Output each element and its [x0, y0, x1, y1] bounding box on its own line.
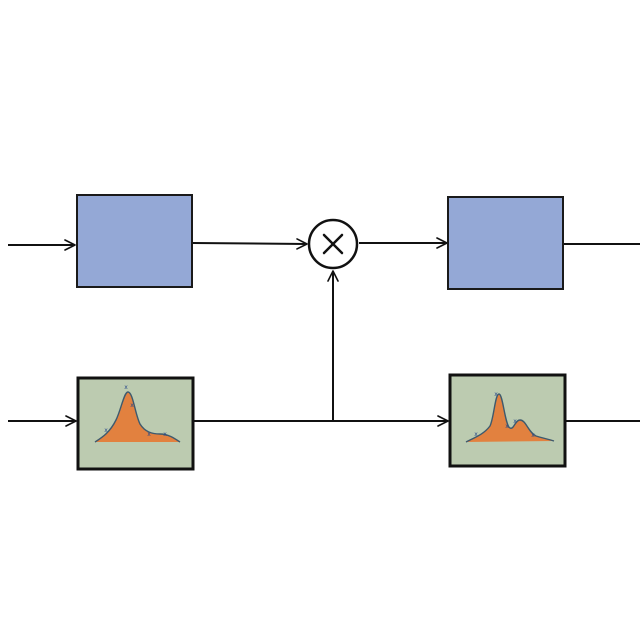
svg-text:x: x — [104, 427, 108, 434]
svg-text:x: x — [494, 391, 498, 398]
svg-text:x: x — [147, 431, 151, 438]
svg-text:x: x — [124, 384, 128, 391]
connectors — [8, 237, 640, 427]
single-peak-density-icon: x x x x x — [94, 384, 181, 443]
double-peak-density-icon: x x x x x — [465, 391, 555, 443]
multiply-junction — [307, 218, 359, 270]
distribution-block-right: x x x x x — [448, 373, 567, 468]
block-top-right — [447, 196, 564, 290]
svg-text:x: x — [474, 431, 478, 438]
svg-text:x: x — [531, 432, 535, 439]
svg-text:x: x — [505, 423, 509, 430]
distribution-block-right-frame — [448, 373, 567, 468]
svg-text:x: x — [130, 402, 134, 409]
svg-text:x: x — [163, 431, 167, 438]
distribution-block-left: x x x x x — [76, 376, 195, 471]
edge-block-to-multiplier — [192, 238, 308, 250]
multiply-icon — [322, 233, 344, 255]
svg-text:x: x — [513, 418, 517, 425]
block-top-left — [76, 194, 193, 288]
